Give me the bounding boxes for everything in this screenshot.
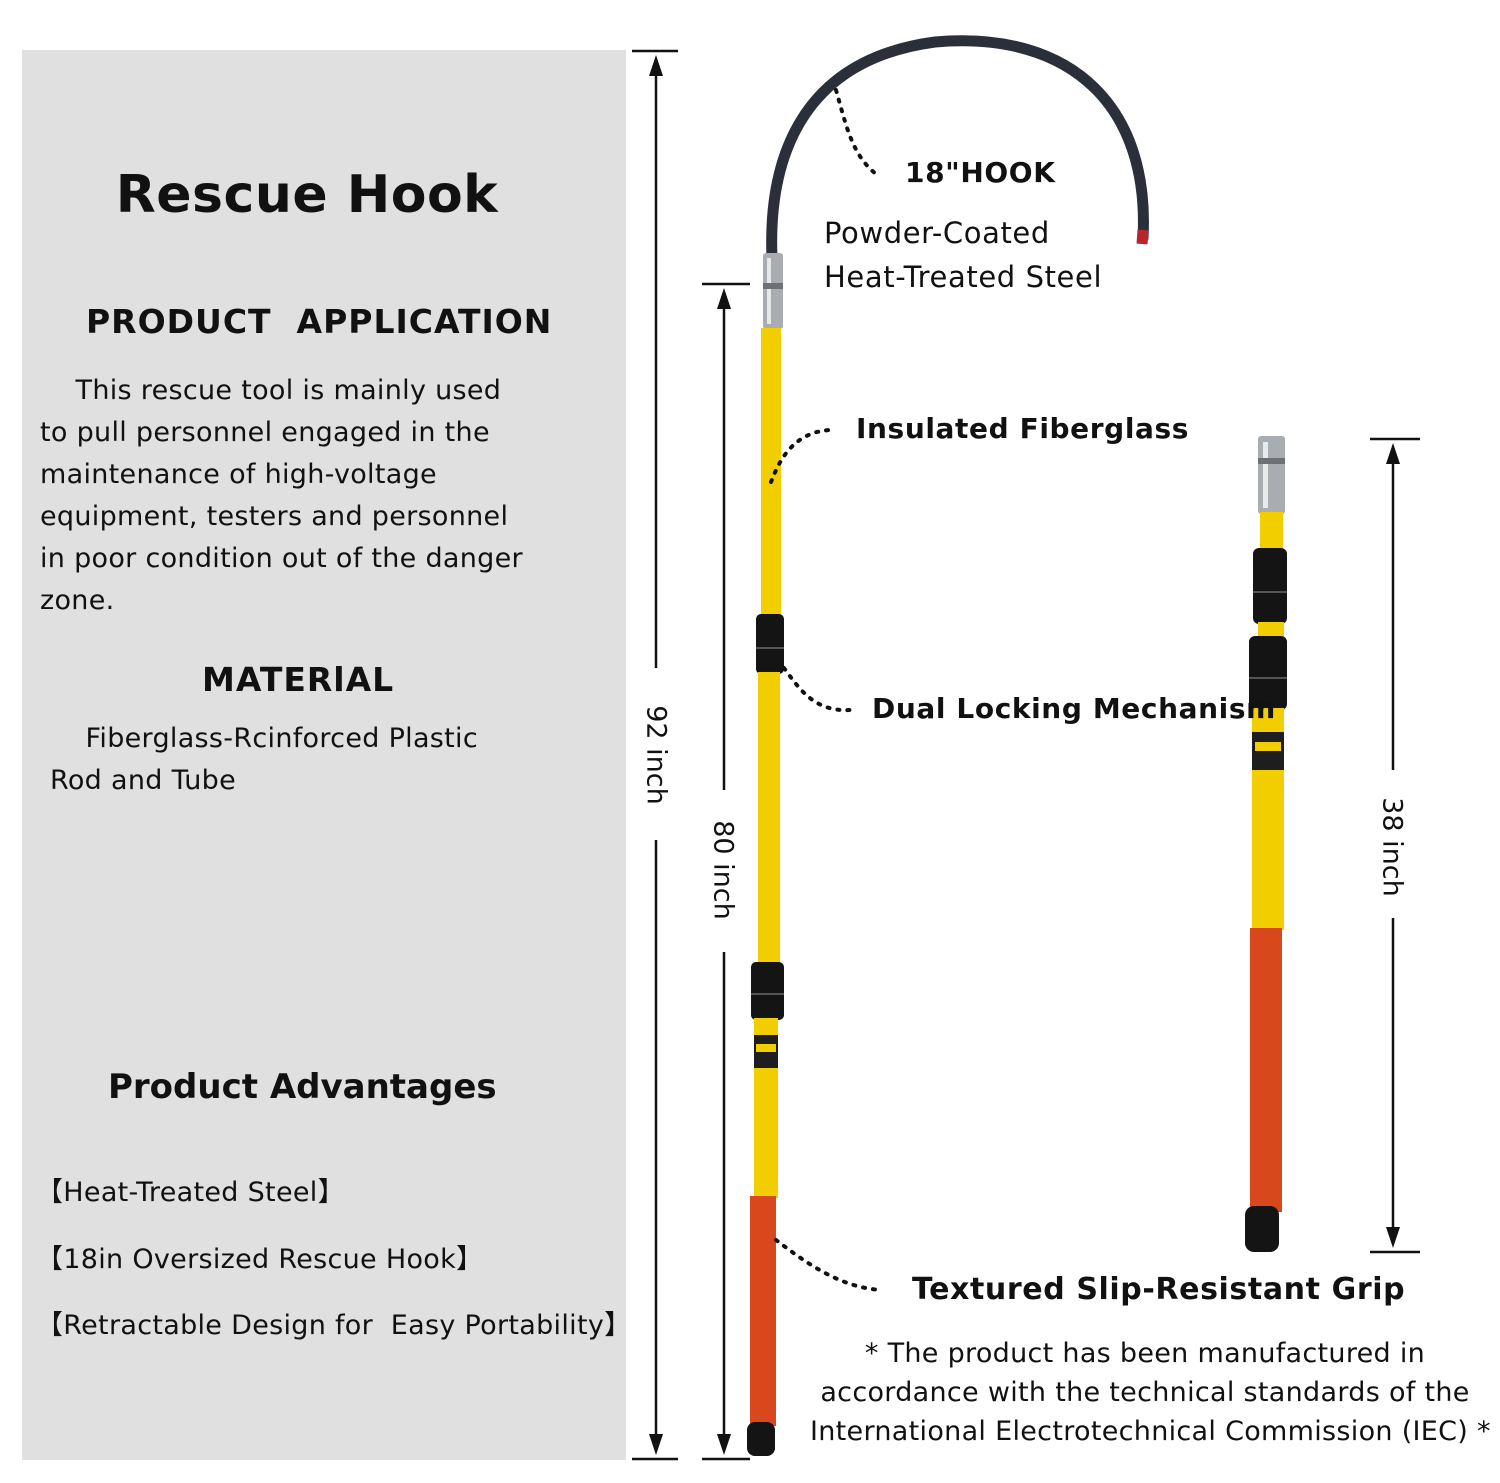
dimension-38-inch <box>1370 437 1420 1254</box>
fiberglass-section-upper <box>761 328 781 620</box>
locking-mechanism-label: Dual Locking Mechanism <box>872 692 1276 725</box>
steel-hook <box>766 35 1149 264</box>
red-grip <box>750 1196 776 1426</box>
lock-collar-1 <box>1253 548 1287 624</box>
lock-collar-2 <box>751 962 784 1020</box>
hook-red-tip <box>1136 229 1149 245</box>
product-title: Rescue Hook <box>115 165 499 225</box>
retracted-rescue-hook <box>1245 436 1287 1252</box>
pole-length-label: 80 inch <box>707 820 739 920</box>
application-heading: PRODUCT APPLICATION <box>86 302 553 341</box>
material-heading: MATERlAL <box>202 660 395 699</box>
advantage-item: 【Retractable Design for Easy Portability… <box>36 1310 632 1341</box>
end-cap <box>1245 1206 1279 1252</box>
fiberglass-section-middle <box>758 672 780 967</box>
hook-size-label: 18"HOOK <box>905 156 1056 189</box>
extended-rescue-hook <box>747 35 1149 1456</box>
lock-collar-2 <box>1249 636 1287 710</box>
dimension-80-inch <box>702 282 750 1461</box>
dimension-92-inch <box>632 49 678 1461</box>
total-length-label: 92 inch <box>640 705 672 805</box>
hook-material-label: Powder-Coated Heat-Treated Steel <box>824 216 1103 294</box>
material-text: Fiberglass-Rcinforced Plastic Rod and Tu… <box>50 723 478 796</box>
metal-ferrule <box>1258 436 1285 514</box>
advantage-item: 【Heat-Treated Steel】 <box>36 1177 345 1208</box>
advantages-heading: Product Advantages <box>108 1067 497 1107</box>
leader-lines <box>769 88 884 1292</box>
advantage-item: 【18in Oversized Rescue Hook】 <box>36 1244 484 1275</box>
fiberglass-label: Insulated Fiberglass <box>856 412 1190 445</box>
lock-collar-1 <box>756 614 784 674</box>
application-text: This rescue tool is mainly used to pull … <box>40 375 523 616</box>
iec-standard-note: * The product has been manufactured in a… <box>810 1338 1491 1447</box>
grip-label: Textured Slip-Resistant Grip <box>912 1272 1406 1307</box>
metal-ferrule <box>763 253 783 329</box>
end-cap <box>747 1422 775 1456</box>
info-panel: Rescue Hook PRODUCT APPLICATION This res… <box>22 50 631 1460</box>
red-grip <box>1250 928 1282 1212</box>
retracted-length-label: 38 inch <box>1376 797 1408 897</box>
